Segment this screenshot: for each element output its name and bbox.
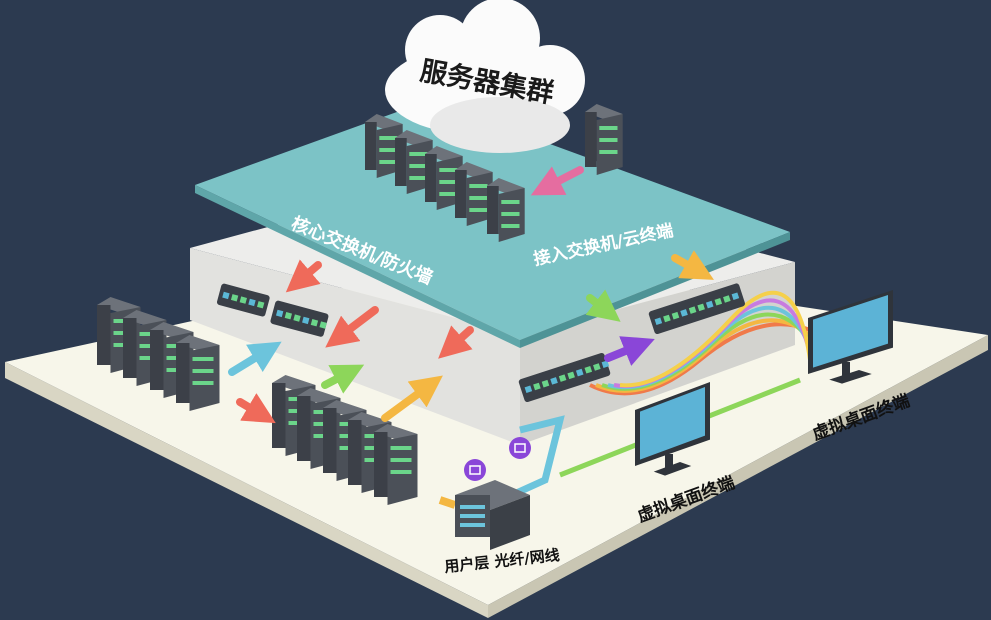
database-icon <box>509 437 531 459</box>
switch-icon <box>216 283 270 317</box>
server-rack-icon <box>487 178 525 242</box>
switch-icon <box>518 352 611 403</box>
cable <box>589 322 811 396</box>
user-switch-box-icon <box>455 480 530 550</box>
arrow-red <box>325 306 379 348</box>
network-cable <box>438 496 457 509</box>
cable <box>619 290 812 388</box>
server-rack-icon <box>374 424 418 505</box>
arrow-yellow <box>381 375 443 422</box>
server-rack-icon <box>585 104 623 175</box>
server-rack-icon <box>455 162 493 226</box>
storage-icon <box>464 459 486 481</box>
arrow-pink <box>530 166 584 196</box>
arrow-green <box>321 364 365 394</box>
arrow-purple <box>604 336 655 366</box>
arrow-blue <box>228 341 282 376</box>
server-rack-icon <box>176 335 220 411</box>
switch-icon <box>270 300 329 337</box>
switch-icon <box>648 283 745 335</box>
cloud-icon <box>385 0 585 153</box>
arrow-red <box>285 259 322 293</box>
monitor-icon <box>635 382 710 476</box>
arrow-red <box>438 325 474 359</box>
server-rack-icon <box>425 146 463 210</box>
monitor-icon <box>808 290 893 384</box>
arrow-green <box>585 289 621 322</box>
arrow-red <box>236 393 276 424</box>
arrow-yellow <box>671 250 714 280</box>
